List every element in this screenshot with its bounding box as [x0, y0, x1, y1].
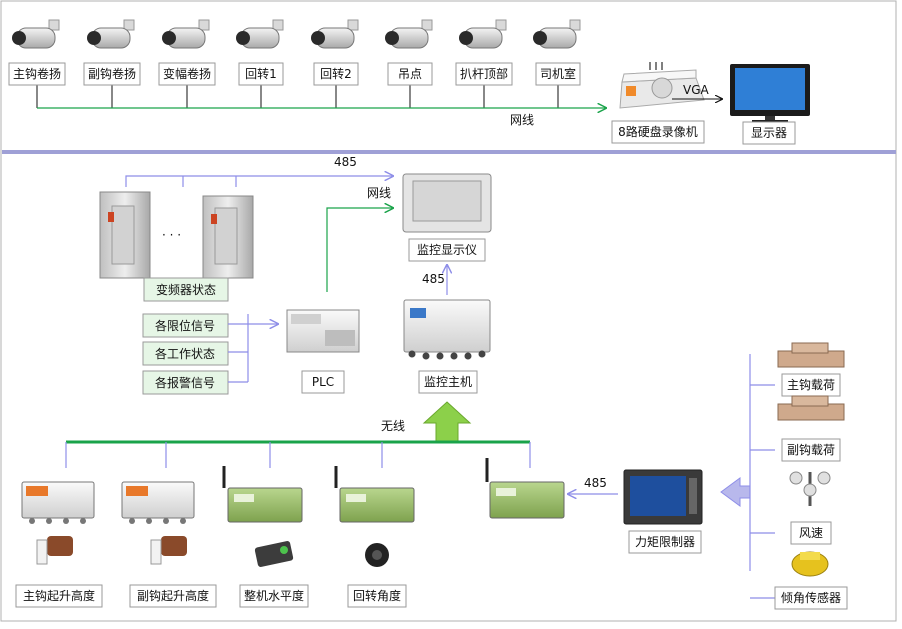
- sensor-icon: [365, 543, 389, 567]
- camera-label-box: [455, 62, 513, 86]
- wireless-module-label: 回转角度: [353, 588, 401, 603]
- plc-input-box: [142, 341, 229, 366]
- camera-label-box: [238, 62, 284, 86]
- camera-label-box: [313, 62, 359, 86]
- monitor-display-label: 监控显示仪: [417, 243, 477, 257]
- camera-icon: [311, 19, 359, 49]
- dvr-label: 8路硬盘录像机: [618, 124, 698, 139]
- display-label-box: [742, 121, 796, 145]
- load-sensor-icon: [777, 395, 845, 421]
- plc-net-line: [326, 208, 393, 292]
- torque-limiter-label: 力矩限制器: [635, 535, 695, 549]
- camera-label: 副钩卷扬: [88, 66, 136, 81]
- monitor-host-label: 监控主机: [424, 375, 472, 389]
- plc-icon: [286, 309, 360, 353]
- sensor-label-box: [781, 438, 841, 462]
- load-sensor-icon: [777, 342, 845, 368]
- sensor-label: 倾角传感器: [781, 590, 841, 605]
- plc-label-box: [301, 370, 345, 394]
- wireless-module-label: 整机水平度: [244, 588, 304, 603]
- vfd-status-label: 变频器状态: [156, 282, 216, 297]
- torque-limiter-icon: [623, 469, 703, 525]
- monitor-host-label-box: [418, 370, 478, 394]
- wireless-label-box: [129, 584, 217, 608]
- bus485-line: [125, 176, 393, 187]
- wireless-module-label: 副钩起升高度: [137, 588, 209, 603]
- camera-icon: [459, 19, 507, 49]
- sensor-label-box: [774, 586, 848, 610]
- camera-label-box: [158, 62, 216, 86]
- camera-label: 吊点: [398, 67, 422, 81]
- camera-label-box: [83, 62, 141, 86]
- vga-label: VGA: [683, 83, 710, 97]
- inverter-cabinet-icon: [202, 195, 254, 279]
- wireless-modules: 主钩起升高度 副钩起升高度 整机水平度 回转角度: [15, 466, 415, 608]
- dvr-icon: [619, 62, 705, 109]
- wireless-module-icon: [485, 458, 565, 519]
- camera-label: 主钩卷扬: [13, 66, 61, 81]
- camera-label: 回转1: [245, 66, 277, 81]
- camera-label: 变幅卷扬: [163, 66, 211, 81]
- sensor-label: 风速: [799, 526, 823, 540]
- torque-limiter-label-box: [628, 530, 702, 554]
- load-sensor-icon: [789, 471, 831, 506]
- wireless-label-box: [347, 584, 407, 608]
- vfd-status-box: [143, 277, 229, 302]
- sensor-icon: [254, 541, 294, 567]
- sensor-icon: [36, 536, 73, 565]
- sensor-label: 主钩载荷: [787, 378, 835, 392]
- network-label: 网线: [510, 113, 534, 127]
- plc-input-label: 各工作状态: [155, 346, 215, 361]
- dvr-label-box: [611, 120, 705, 144]
- net-label: 网线: [367, 186, 391, 200]
- wireless-label: 无线: [381, 419, 405, 433]
- camera-label-box: [8, 62, 66, 86]
- ellipsis-text: · · ·: [162, 228, 181, 242]
- wireless-label-box: [239, 584, 309, 608]
- camera-label-box: [387, 62, 433, 86]
- wireless-module-icon: [334, 466, 415, 523]
- sensor-label: 副钩载荷: [787, 443, 835, 457]
- wireless-module-label: 主钩起升高度: [23, 588, 95, 603]
- camera-icon: [162, 19, 210, 49]
- plc-input-label: 各报警信号: [155, 375, 215, 390]
- monitor-host-icon: [403, 299, 491, 360]
- wireless-drops: [65, 442, 531, 468]
- inverter-cabinet-icon: [99, 191, 151, 279]
- wireless-module-icon: [21, 481, 95, 524]
- camera-group: 主钩卷扬 副钩卷扬 变幅卷扬 回转1 回转2 吊点 扒杆顶部 司机室: [8, 19, 581, 108]
- sensor-icon: [150, 536, 187, 565]
- camera-label: 扒杆顶部: [460, 66, 508, 81]
- load-sensor-icon: [791, 551, 829, 577]
- wireless-module-icon: [121, 481, 195, 524]
- monitor-display-label-box: [408, 238, 486, 262]
- camera-icon: [87, 19, 135, 49]
- monitor-display-icon: [402, 173, 492, 233]
- wireless-label-box: [15, 584, 103, 608]
- camera-icon: [533, 19, 581, 49]
- camera-label: 司机室: [540, 66, 576, 81]
- right-485-label: 485: [584, 476, 607, 490]
- display-label: 显示器: [751, 126, 787, 140]
- label-485-vertical: 485: [422, 272, 445, 286]
- camera-icon: [236, 19, 284, 49]
- plc-input-box: [142, 313, 229, 338]
- bus485-label: 485: [334, 155, 357, 169]
- monitor-icon: [730, 64, 810, 123]
- wireless-module-icon: [222, 466, 303, 523]
- camera-label: 回转2: [320, 66, 352, 81]
- camera-label-box: [535, 62, 581, 86]
- camera-icon: [12, 19, 60, 49]
- plc-input-label: 各限位信号: [155, 318, 215, 333]
- sensor-label-box: [790, 521, 832, 545]
- camera-icon: [385, 19, 433, 49]
- plc-label: PLC: [312, 375, 334, 389]
